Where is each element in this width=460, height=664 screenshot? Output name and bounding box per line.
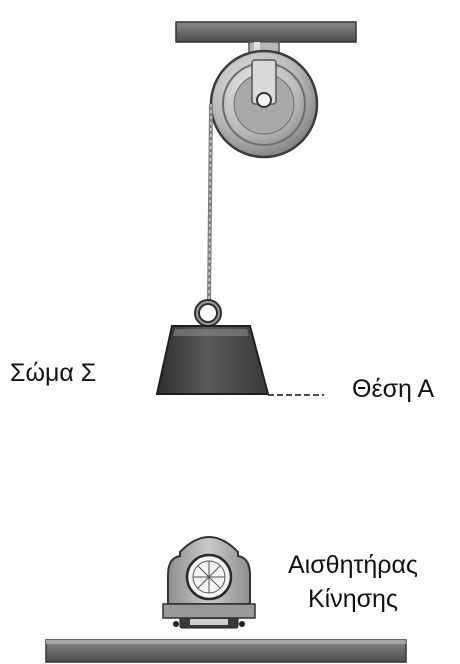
ceiling-beam	[175, 21, 357, 43]
pulley-wheel	[209, 49, 319, 159]
hanging-mass	[155, 325, 270, 395]
motion-sensor-label-line1: Αισθητήρας	[288, 551, 418, 579]
motion-sensor-label: Αισθητήρας Κίνησης	[288, 548, 418, 616]
floor-beam	[45, 639, 407, 663]
motion-sensor-label-line2: Κίνησης	[307, 585, 398, 613]
motion-sensor	[162, 536, 256, 629]
sensor-dial	[185, 553, 233, 601]
hook-ring	[194, 299, 222, 327]
position-a-label: Θέση Α	[352, 375, 435, 403]
body-label: Σώμα Σ	[10, 359, 97, 387]
rope	[207, 103, 213, 303]
